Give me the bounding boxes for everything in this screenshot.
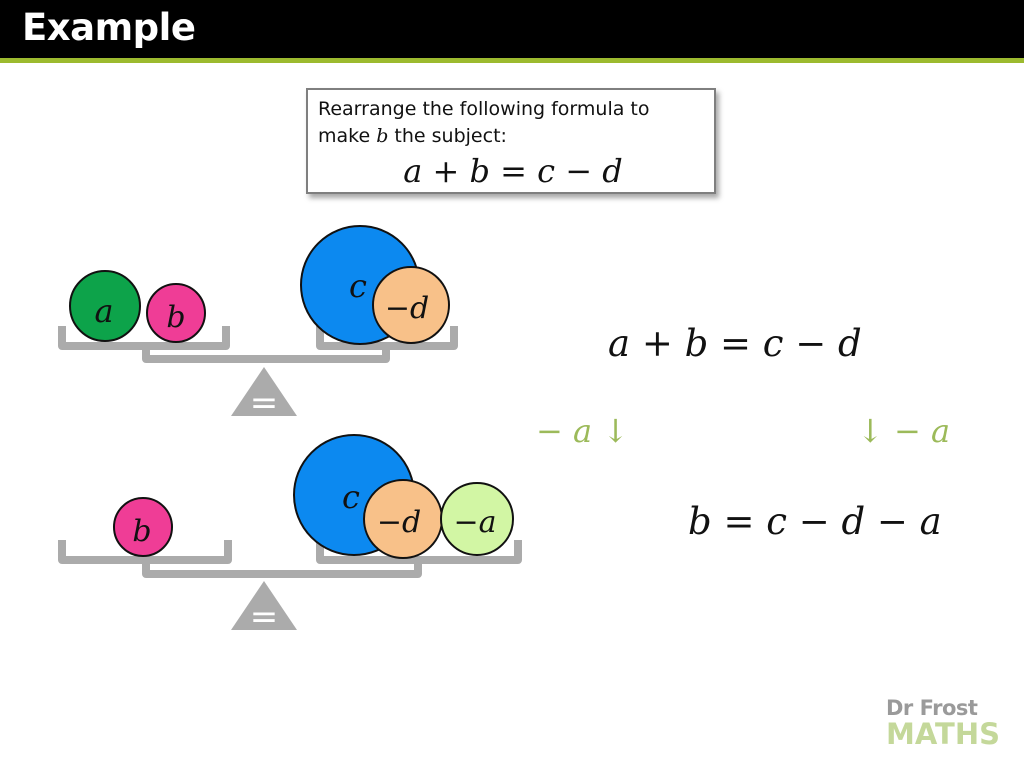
top-ball-neg-d: [372, 266, 450, 344]
question-subject-var: b: [376, 125, 389, 147]
question-box: Rearrange the following formula to make …: [306, 88, 716, 194]
question-equation: a + b = c − d: [403, 152, 623, 190]
top-ball-b-label: b: [166, 300, 185, 335]
question-line1: Rearrange the following formula to: [318, 98, 650, 120]
top-ball-b: [146, 283, 206, 343]
bottom-scale: = b c −d −a: [58, 434, 522, 637]
top-ball-neg-d-label: −d: [385, 291, 429, 326]
bottom-ball-b: [113, 497, 173, 557]
working-op-left: − a ↓: [536, 412, 630, 450]
bottom-scale-beam: [142, 560, 422, 578]
question-line2-post: the subject:: [388, 125, 507, 147]
header-bar: [0, 0, 1024, 58]
logo-bottom-text: MATHS: [886, 717, 1000, 751]
bottom-ball-neg-a-label: −a: [453, 505, 496, 540]
bottom-ball-neg-a: [440, 482, 514, 556]
top-scale: = a b c −d: [58, 225, 458, 423]
top-scale-beam: [142, 346, 390, 363]
top-ball-a: [69, 270, 141, 342]
header-accent-line: [0, 58, 1024, 63]
top-scale-fulcrum-symbol: =: [250, 383, 279, 423]
slide-title: Example: [22, 6, 196, 49]
bottom-ball-neg-d-label: −d: [377, 505, 421, 540]
working-equation-1: a + b = c − d: [608, 322, 862, 365]
question-line2-pre: make: [318, 125, 377, 147]
top-ball-a-label: a: [94, 292, 113, 330]
top-scale-fulcrum: [231, 367, 297, 416]
working-equation-2: b = c − d − a: [688, 500, 942, 543]
top-ball-c-label: c: [349, 267, 367, 305]
bottom-ball-b-label: b: [132, 514, 151, 549]
bottom-ball-c-label: c: [342, 478, 360, 516]
dr-frost-maths-logo: Dr Frost MATHS: [886, 697, 1006, 749]
bottom-scale-fulcrum: [231, 581, 297, 630]
logo-top-text: Dr Frost: [886, 696, 978, 720]
question-text: Rearrange the following formula to make …: [318, 96, 713, 150]
bottom-scale-fulcrum-symbol: =: [250, 597, 279, 637]
working-op-right: ↓ − a: [857, 412, 951, 450]
